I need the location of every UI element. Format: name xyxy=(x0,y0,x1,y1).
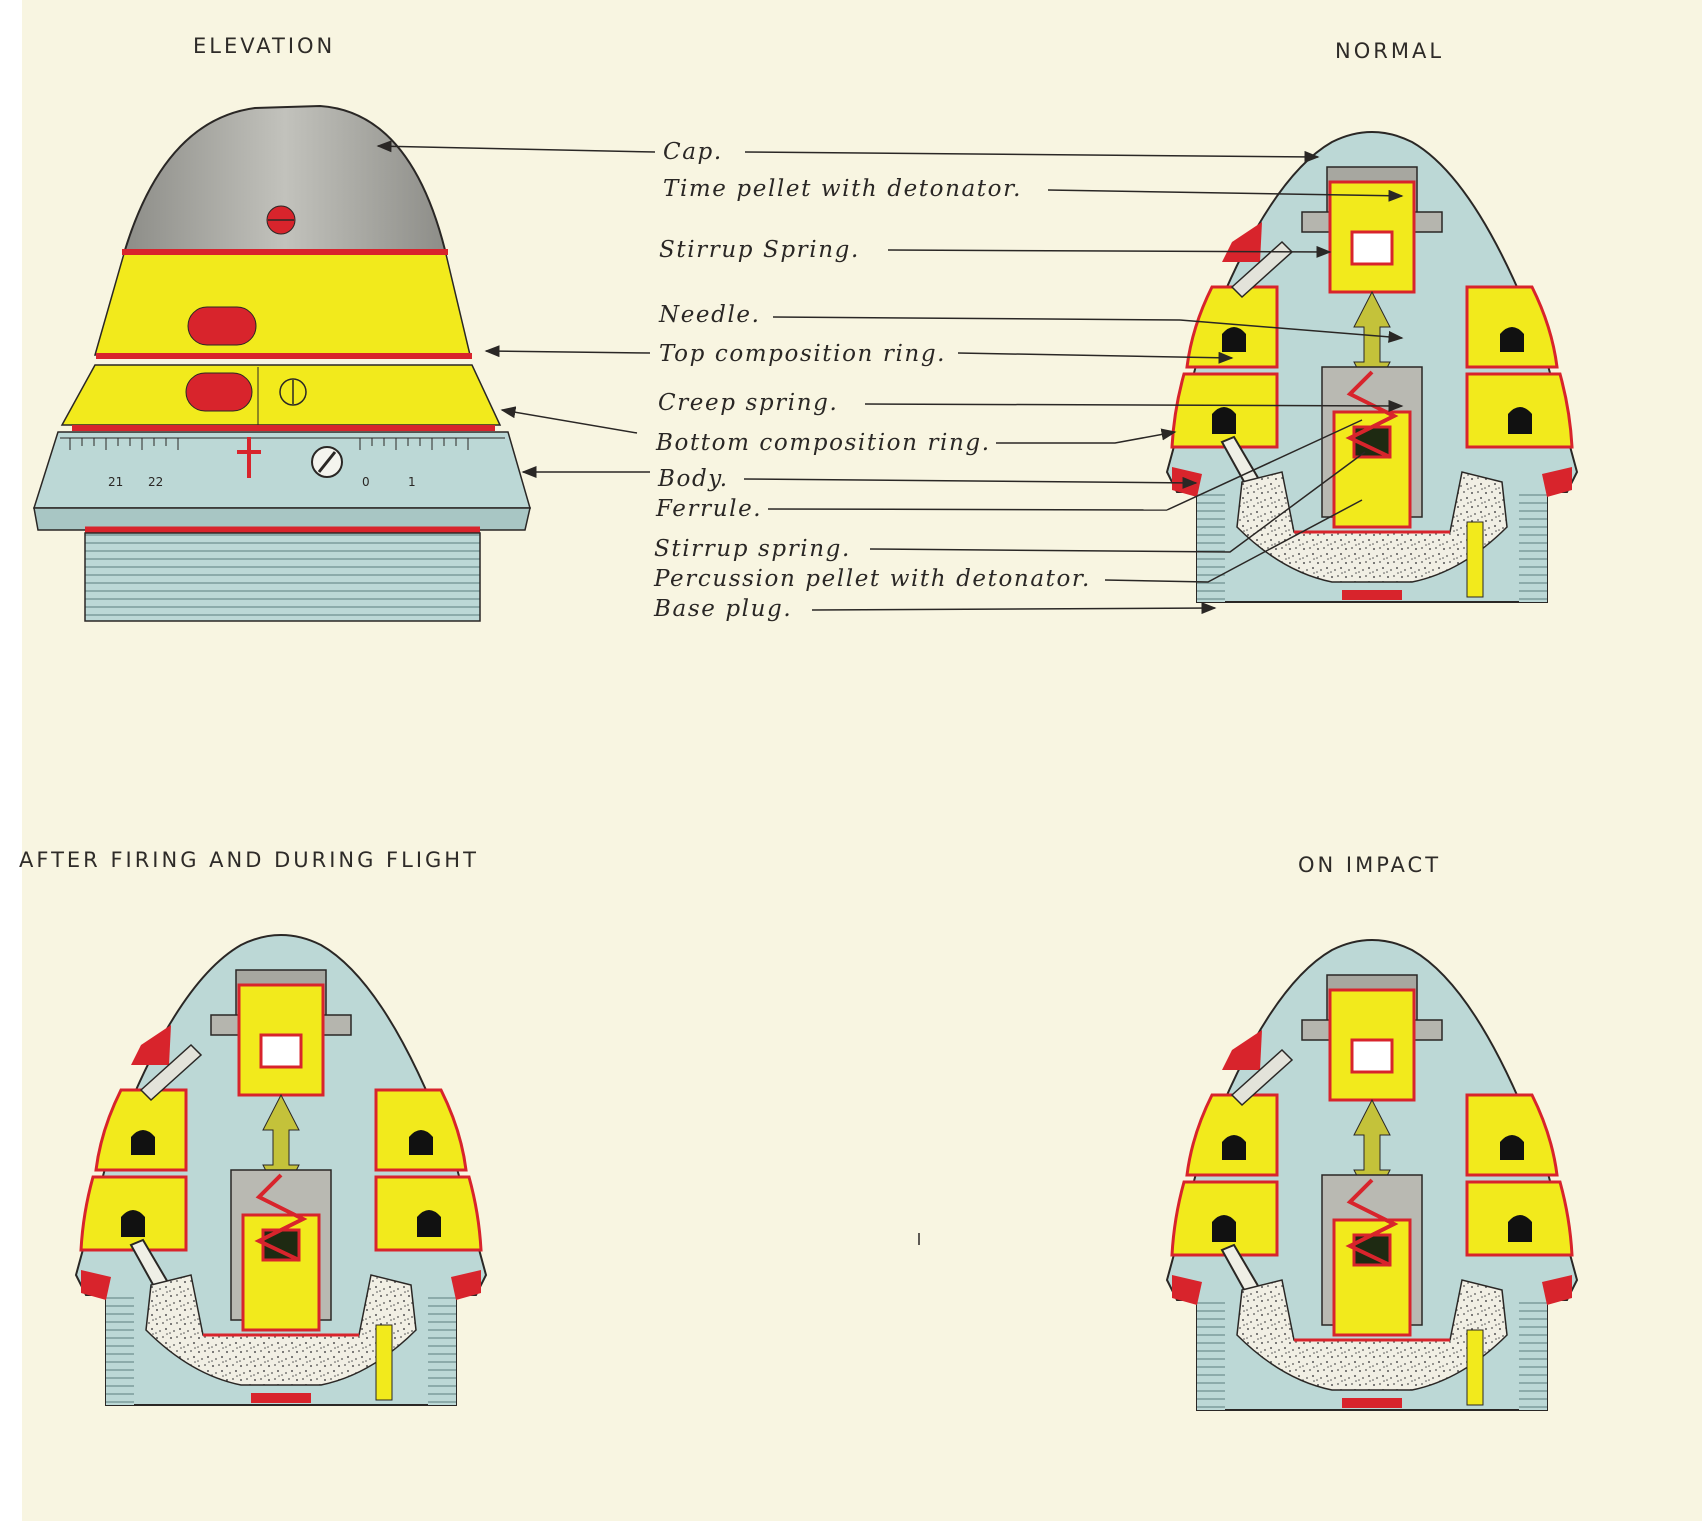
elevation-view: 21 22 0 1 xyxy=(32,104,531,622)
leader-lines xyxy=(376,140,1404,615)
scale-tick-0: 0 xyxy=(362,475,370,489)
label-percussion-pellet: Percussion pellet with detonator. xyxy=(653,566,1091,592)
heading-elevation: ELEVATION xyxy=(193,34,336,58)
heading-after-firing: AFTER FIRING AND DURING FLIGHT xyxy=(19,848,479,872)
scale-tick-21: 21 xyxy=(108,475,123,489)
label-base-plug: Base plug. xyxy=(653,596,792,622)
label-ferrule: Ferrule. xyxy=(655,496,762,522)
scale-tick-1: 1 xyxy=(408,475,416,489)
after-firing-cutaway xyxy=(74,933,488,1407)
label-time-pellet: Time pellet with detonator. xyxy=(663,176,1022,202)
on-impact-cutaway xyxy=(1165,938,1579,1412)
label-stirrup-spring-upper: Stirrup Spring. xyxy=(659,237,860,263)
heading-normal: NORMAL xyxy=(1335,39,1445,63)
label-cap: Cap. xyxy=(663,139,723,165)
label-body: Body. xyxy=(657,466,729,492)
part-labels: Cap. Time pellet with detonator. Stirrup… xyxy=(653,139,1091,622)
label-bottom-composition-ring: Bottom composition ring. xyxy=(655,430,991,456)
normal-cutaway xyxy=(1165,130,1579,604)
label-top-composition-ring: Top composition ring. xyxy=(659,341,946,367)
heading-on-impact: ON IMPACT xyxy=(1298,853,1442,877)
label-needle: Needle. xyxy=(658,302,761,328)
scale-tick-22: 22 xyxy=(148,475,163,489)
label-stirrup-spring-lower: Stirrup spring. xyxy=(654,536,851,562)
page-edge xyxy=(0,0,22,1521)
label-creep-spring: Creep spring. xyxy=(658,390,838,416)
